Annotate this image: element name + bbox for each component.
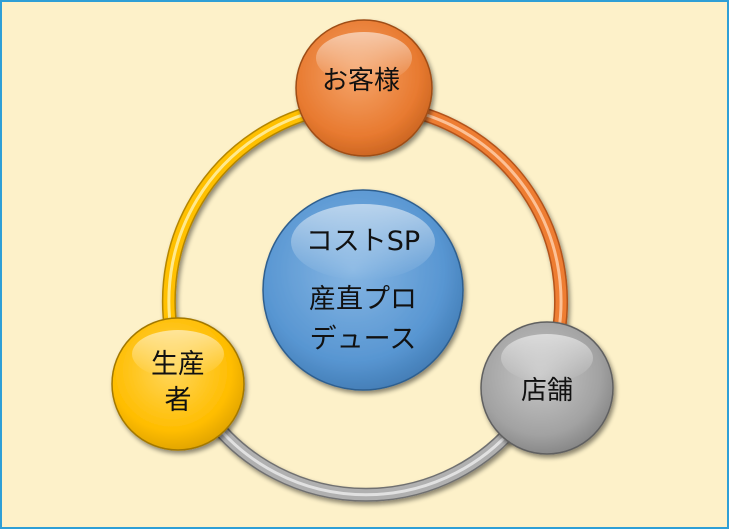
ring [161,101,569,502]
node-center-circle [262,189,464,391]
node-left-circle [111,317,245,451]
node-right-circle [480,321,614,455]
node-top-circle [295,19,433,157]
